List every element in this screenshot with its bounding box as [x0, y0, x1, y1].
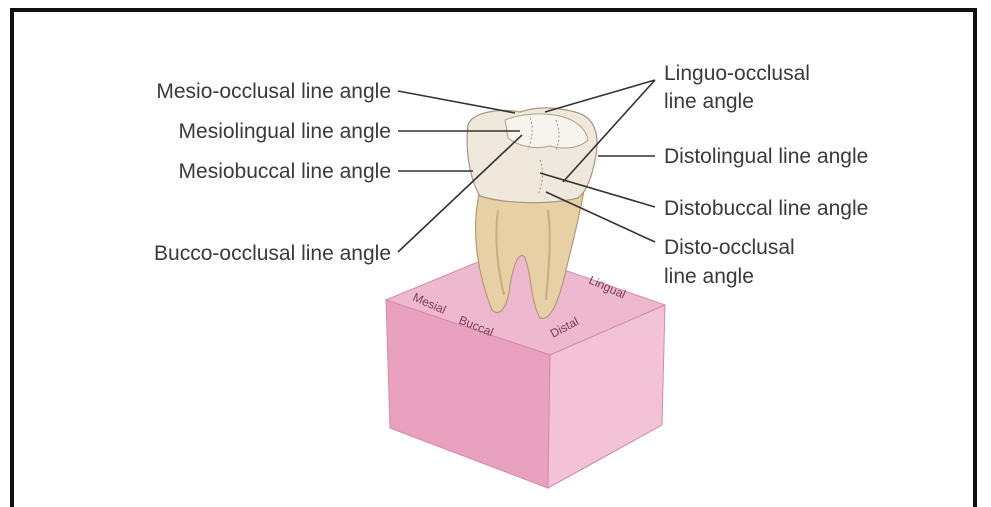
label-bucco-occlusal-line-angle: Bucco-occlusal line angle	[154, 242, 391, 265]
label-distolingual-line-angle: Distolingual line angle	[664, 145, 868, 168]
label-disto-occlusal-line2: line angle	[664, 265, 754, 288]
label-distobuccal-line-angle: Distobuccal line angle	[664, 197, 868, 220]
label-mesiolingual-line-angle: Mesiolingual line angle	[179, 120, 391, 143]
label-linguo-occlusal-line1: Linguo-occlusal	[664, 62, 810, 85]
base-block: Mesial Lingual Buccal Distal	[386, 250, 665, 488]
leader-mesio-occlusal	[398, 91, 515, 113]
leader-linguo-occlusal-a	[545, 80, 655, 112]
label-linguo-occlusal-line2: line angle	[664, 90, 754, 113]
label-mesio-occlusal-line-angle: Mesio-occlusal line angle	[156, 80, 391, 103]
label-mesiobuccal-line-angle: Mesiobuccal line angle	[179, 160, 391, 183]
label-disto-occlusal-line1: Disto-occlusal	[664, 236, 795, 259]
